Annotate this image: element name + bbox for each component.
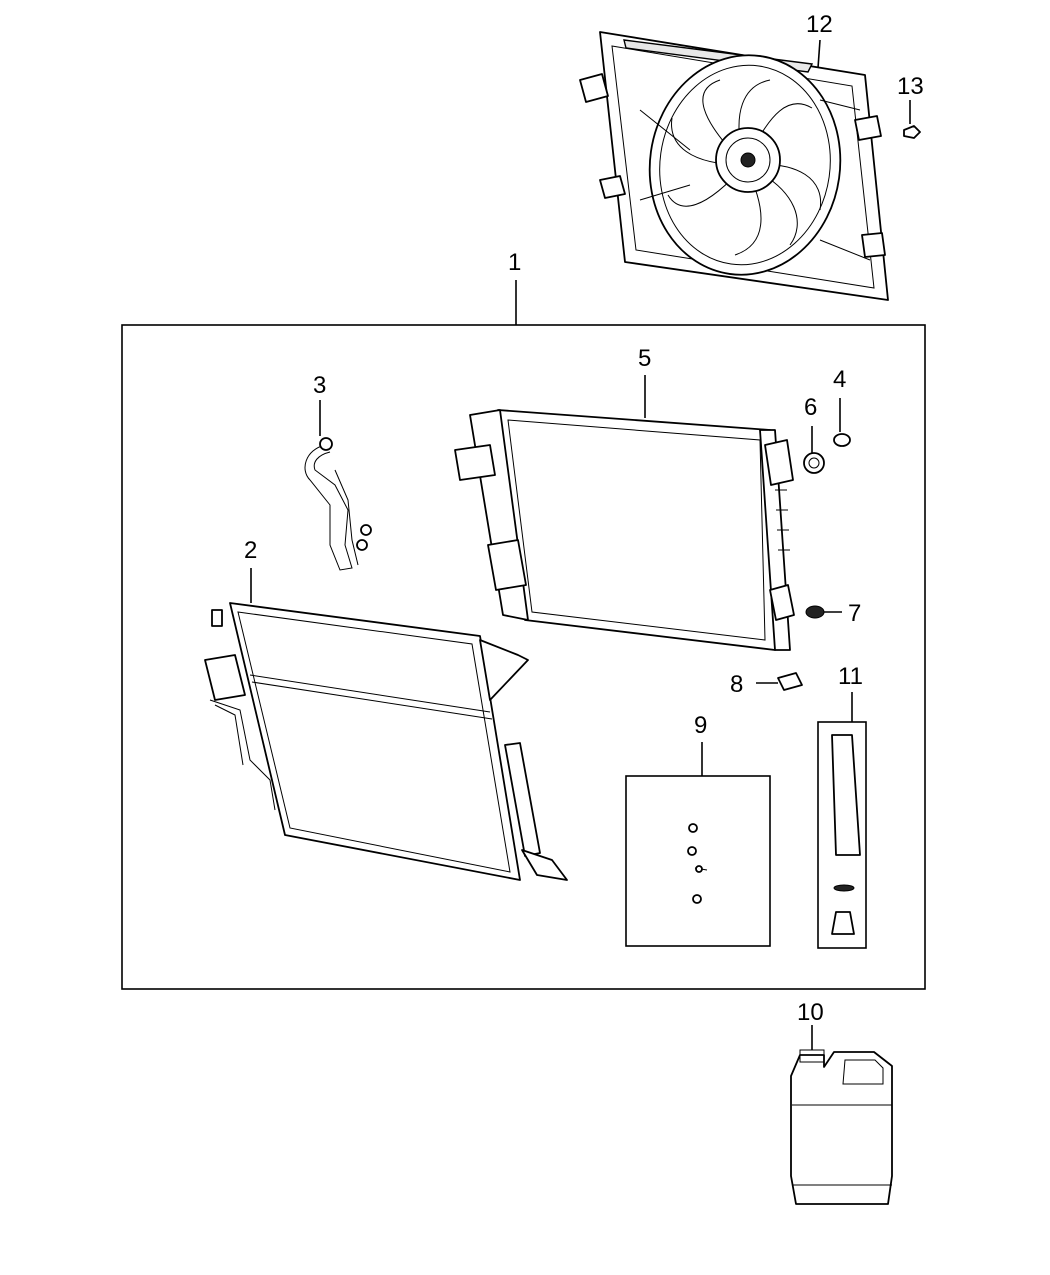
strip-kit-11 xyxy=(817,692,867,949)
part-8-bracket xyxy=(756,672,803,691)
callout-11: 11 xyxy=(838,663,863,690)
callout-6: 6 xyxy=(804,394,817,421)
callout-8: 8 xyxy=(730,671,743,698)
coolant-jug-10 xyxy=(790,1025,893,1205)
fan-module-part xyxy=(579,31,889,301)
radiator-part xyxy=(454,409,795,651)
pushpin-13-part xyxy=(903,100,921,139)
hardware-kit-9 xyxy=(625,742,771,947)
assembly-1-box xyxy=(121,324,926,990)
cooler-line-part xyxy=(304,400,372,571)
part-6-insulator xyxy=(803,426,825,474)
callout-3: 3 xyxy=(313,372,326,399)
callout-10: 10 xyxy=(797,999,824,1026)
callout-7: 7 xyxy=(848,600,861,627)
callout-13: 13 xyxy=(897,73,924,100)
callout-4: 4 xyxy=(833,366,846,393)
callout-12: 12 xyxy=(806,11,833,38)
part-7-insulator xyxy=(805,605,842,619)
callout-1: 1 xyxy=(508,249,521,276)
callout-9: 9 xyxy=(694,712,707,739)
condenser-part xyxy=(204,602,568,881)
part-4-clip xyxy=(833,398,851,447)
callout-5: 5 xyxy=(638,345,651,372)
callout-2: 2 xyxy=(244,537,257,564)
